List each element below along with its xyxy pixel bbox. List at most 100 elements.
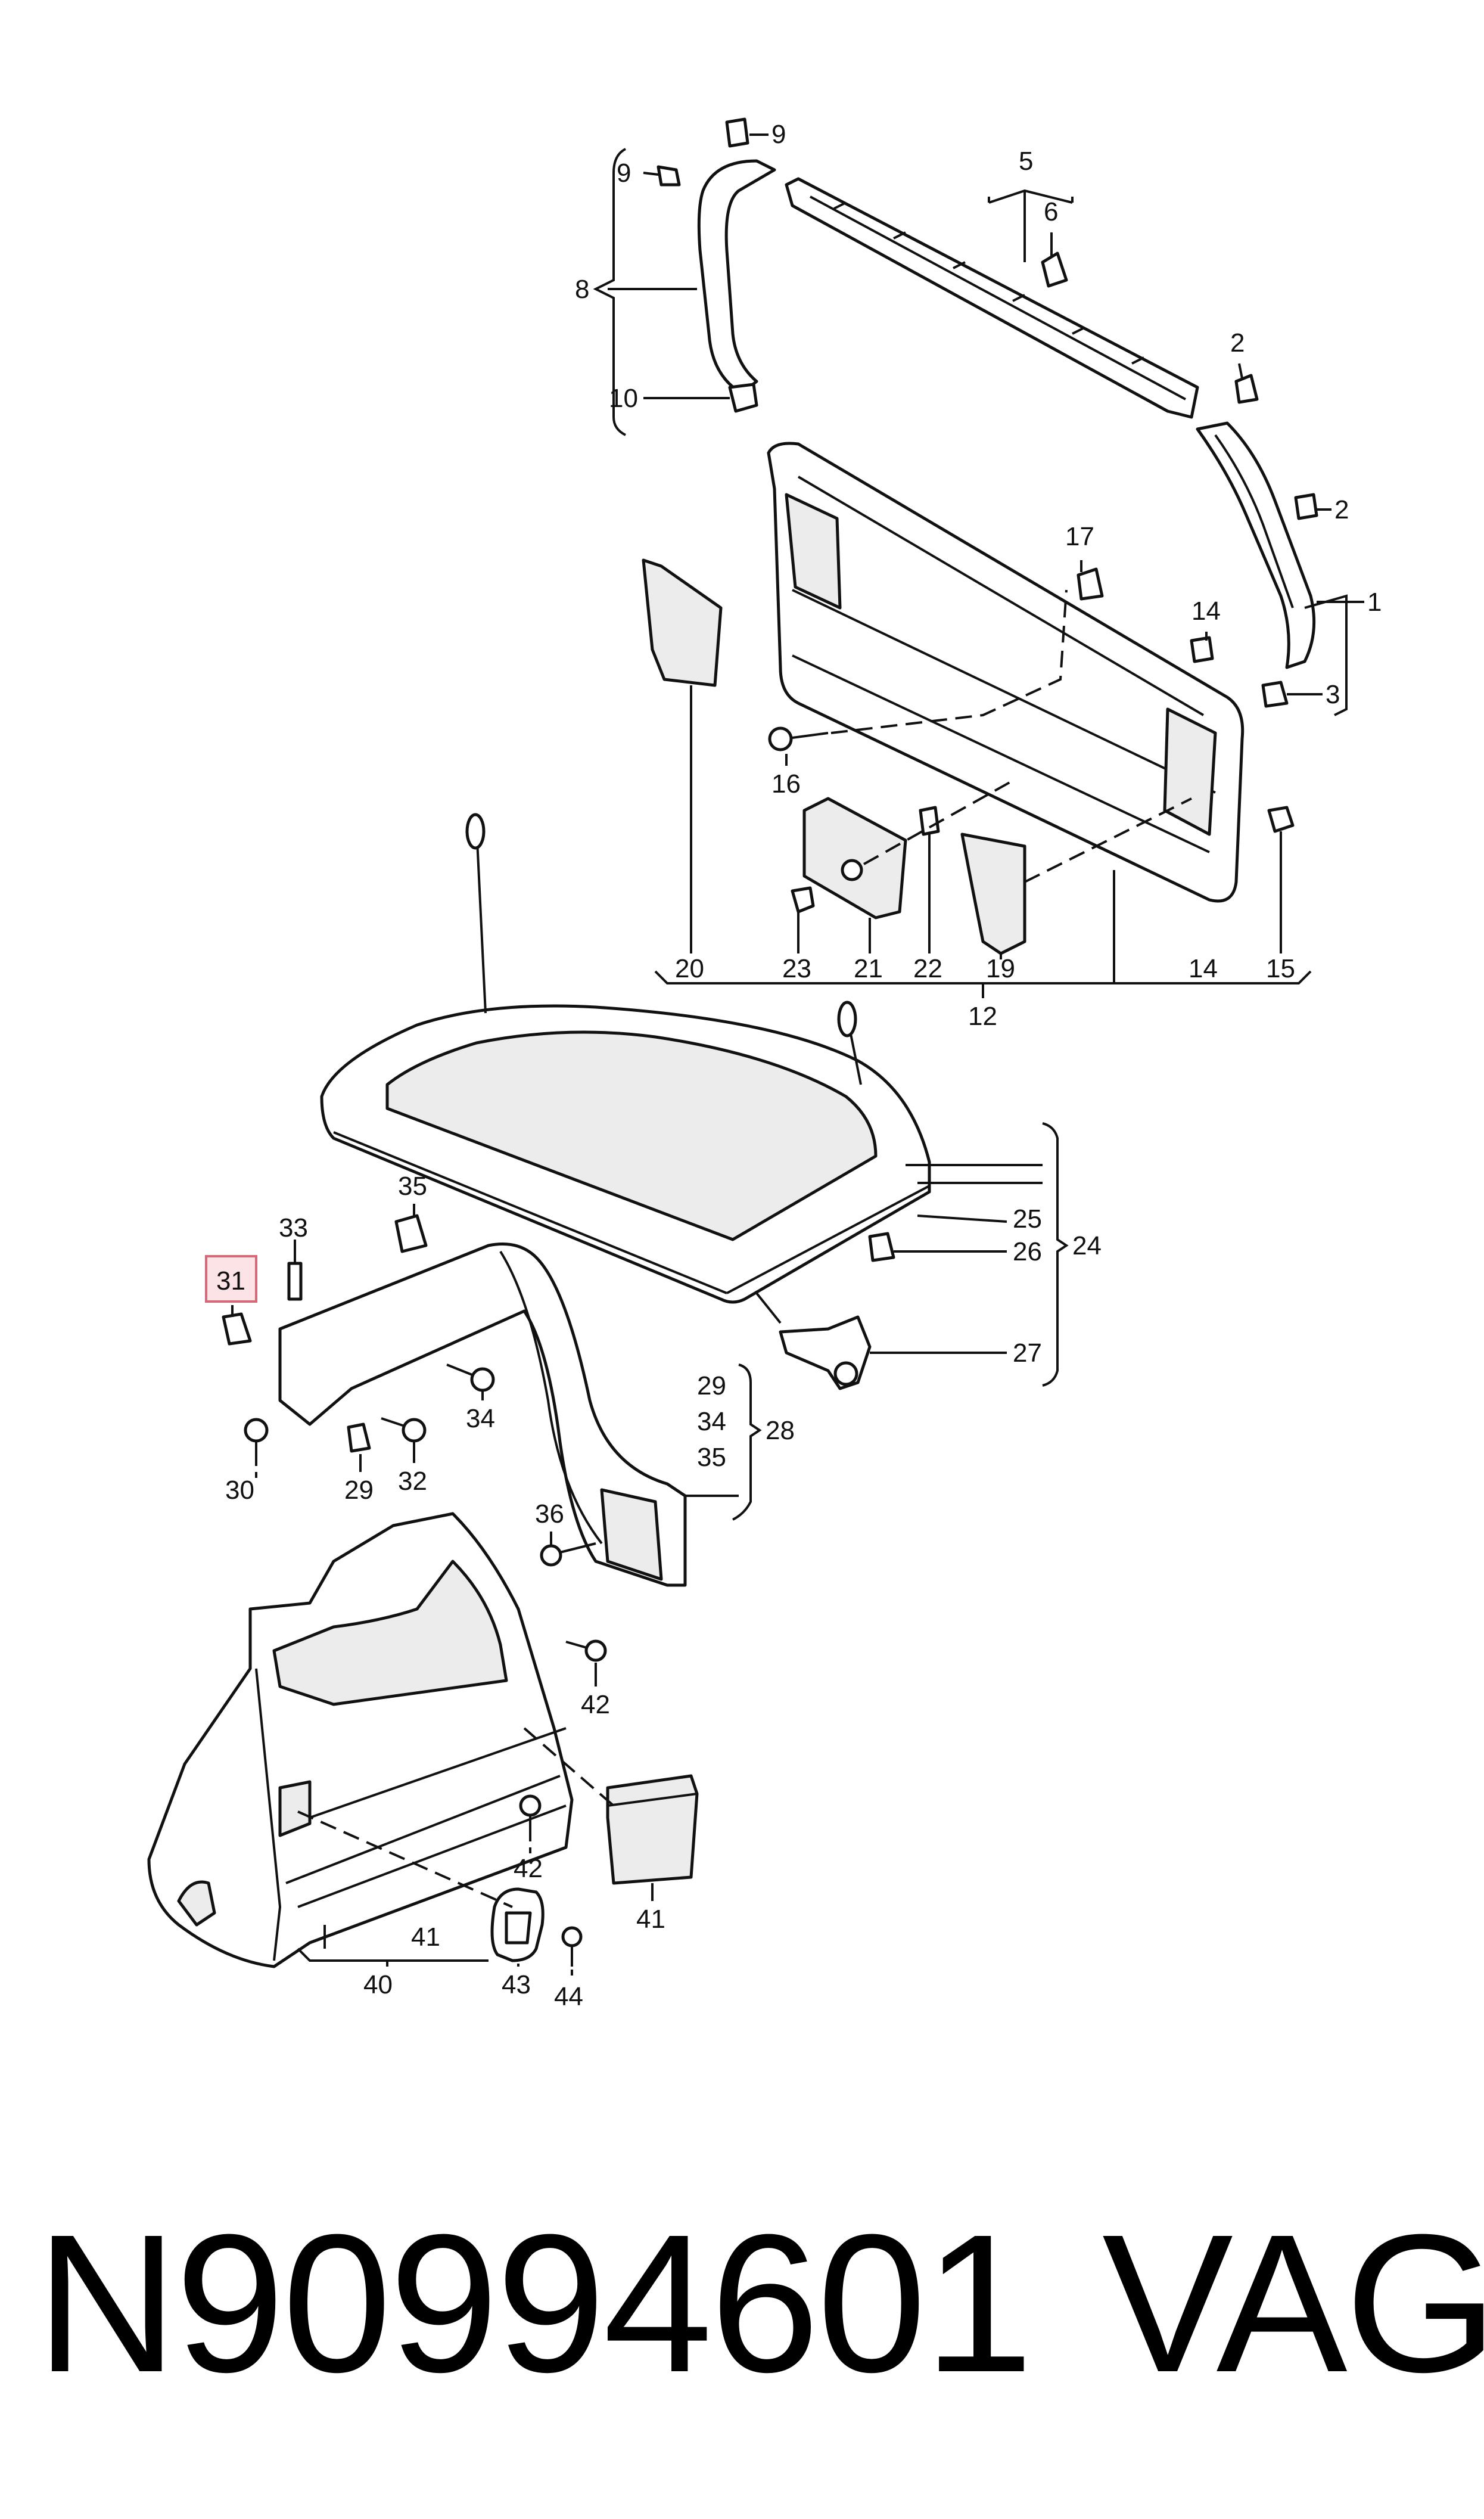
- screw-part-32: [381, 1417, 427, 1443]
- leader-lines-top: [593, 133, 1364, 998]
- callout-42-lower: 42: [514, 1854, 543, 1883]
- callout-14-upper: 14: [1191, 597, 1221, 626]
- bracket-part-27: [779, 1315, 872, 1390]
- callout-5: 5: [1019, 147, 1033, 176]
- shelf-string-left: [475, 828, 487, 1014]
- callout-42-upper: 42: [581, 1690, 610, 1719]
- callout-26: 26: [1013, 1237, 1042, 1266]
- clip-part-35: [394, 1214, 428, 1253]
- clip-part-26: [868, 1232, 895, 1262]
- string-eye-right: [837, 1001, 857, 1038]
- callout-33: 33: [279, 1213, 308, 1243]
- callout-27: 27: [1013, 1338, 1042, 1368]
- callout-24: 24: [1072, 1231, 1102, 1260]
- callout-25: 25: [1013, 1204, 1042, 1234]
- leader-lines-bracket: [231, 1204, 762, 1521]
- clip-part-3: [1261, 681, 1289, 708]
- brand-label: VAG: [1102, 2193, 1484, 2413]
- callout-20: 20: [675, 954, 704, 983]
- callout-8: 8: [575, 275, 589, 304]
- callout-40: 40: [363, 1970, 393, 1999]
- side-frame-bracket: [278, 1243, 687, 1587]
- callout-highlight: [205, 1255, 257, 1303]
- tailgate-trim-panel: [767, 442, 1245, 903]
- callout-16: 16: [771, 769, 801, 799]
- callout-2-mid: 2: [1334, 495, 1349, 524]
- dash-line-16: [830, 589, 1068, 734]
- callout-2-top: 2: [1230, 328, 1245, 358]
- callout-labels: 9 9 5 6 8 10 2 2 1 3 17 14 16 20 23 21 2…: [216, 120, 1382, 2011]
- callout-12: 12: [968, 1002, 997, 1031]
- callout-32: 32: [398, 1467, 427, 1496]
- callout-41-right: 41: [636, 1905, 665, 1934]
- dash-line-19: [1024, 797, 1192, 883]
- callout-35: 35: [398, 1172, 427, 1201]
- clip-part-15: [1267, 806, 1295, 833]
- callout-17: 17: [1065, 522, 1094, 551]
- clip-part-9a: [725, 117, 749, 148]
- callout-6: 6: [1044, 197, 1058, 226]
- pin-line: [755, 1292, 782, 1324]
- clip-part-6: [1041, 251, 1068, 288]
- pillar-trim-right: [1196, 421, 1316, 669]
- screw-part-42b: [519, 1794, 542, 1841]
- callout-15: 15: [1266, 954, 1295, 983]
- leader-lines-middle: [870, 1122, 1069, 1387]
- callout-35-group: 35: [697, 1443, 726, 1472]
- part-number: N90994601: [36, 2193, 1034, 2413]
- callout-41-left: 41: [411, 1922, 440, 1952]
- callout-31: 31: [216, 1266, 245, 1296]
- leader-lines-lower: [297, 1532, 654, 1976]
- callout-21: 21: [854, 954, 883, 983]
- cover-part-41: [606, 1774, 699, 1885]
- parcel-shelf: [320, 1004, 931, 1304]
- callout-23: 23: [782, 954, 811, 983]
- screw-part-42a: [565, 1639, 607, 1662]
- clip-part-17: [1077, 567, 1104, 601]
- callout-36: 36: [535, 1499, 564, 1529]
- callout-1: 1: [1367, 588, 1382, 617]
- clip-part-9b: [657, 165, 681, 187]
- clip-part-2a: [1234, 374, 1259, 404]
- callout-30: 30: [225, 1476, 254, 1505]
- screw-part-36: [540, 1542, 596, 1567]
- callout-34-group: 34: [697, 1407, 726, 1436]
- clip-part-10: [728, 383, 758, 413]
- callout-29-group: 29: [697, 1371, 726, 1400]
- grommet-part-43: [490, 1887, 545, 1962]
- screw-part-16: [768, 726, 829, 751]
- clip-part-29: [347, 1422, 371, 1453]
- cover-part-19: [960, 833, 1026, 955]
- parts-diagram: 9 9 5 6 8 10 2 2 1 3 17 14 16 20 23 21 2…: [147, 117, 1382, 2011]
- callout-19: 19: [986, 954, 1015, 983]
- screw-part-23: [791, 886, 815, 914]
- callout-3: 3: [1326, 680, 1340, 709]
- cover-part-20: [642, 558, 723, 687]
- clip-part-22: [919, 806, 940, 836]
- dash-line-21: [863, 779, 1013, 865]
- dash-line-41: [523, 1727, 615, 1807]
- callout-28: 28: [766, 1416, 795, 1445]
- callout-10: 10: [609, 384, 638, 413]
- clip-part-2b: [1294, 493, 1318, 520]
- callout-29: 29: [344, 1476, 374, 1505]
- callout-22: 22: [913, 954, 942, 983]
- callout-44: 44: [554, 1982, 583, 2011]
- pillar-trim-left: [697, 159, 776, 395]
- screw-part-44: [561, 1926, 583, 1967]
- screw-part-34: [446, 1363, 495, 1392]
- roof-trim-panel: [785, 177, 1199, 419]
- callout-43: 43: [502, 1970, 531, 1999]
- callout-34: 34: [466, 1404, 495, 1433]
- cover-part-21: [802, 797, 907, 920]
- callout-9: 9: [771, 120, 786, 149]
- side-trim-panel: [147, 1512, 574, 1968]
- clip-part-31: [222, 1312, 252, 1346]
- callout-14-lower: 14: [1189, 954, 1218, 983]
- dash-line-43: [297, 1810, 513, 1908]
- callout-9-left: 9: [617, 159, 631, 188]
- string-eye-left: [465, 813, 486, 850]
- clip-part-14: [1190, 636, 1214, 663]
- bolt-part-30: [244, 1418, 269, 1466]
- pin-part-33: [287, 1262, 303, 1301]
